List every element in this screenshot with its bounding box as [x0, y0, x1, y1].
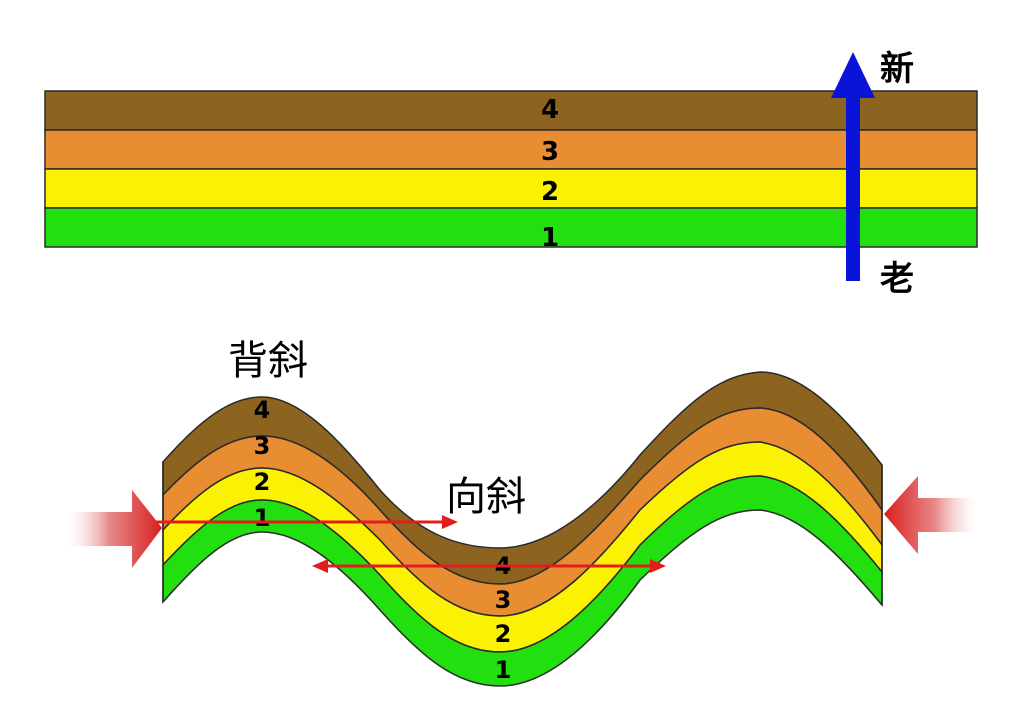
syncline-label-2: 2 [495, 620, 512, 648]
syncline-title: 向斜 [446, 474, 526, 520]
stratum-1 [44, 207, 978, 248]
stratum-label-1: 1 [541, 223, 559, 253]
left-arrow-icon [884, 476, 978, 554]
anticline-label-3: 3 [254, 432, 271, 460]
stratum-label-2: 2 [541, 177, 559, 207]
anticline-label-1: 1 [254, 504, 271, 532]
stratum-3 [44, 129, 978, 170]
anticline-label-2: 2 [254, 468, 271, 496]
syncline-label-1: 1 [495, 656, 512, 684]
folded-strata [162, 371, 883, 687]
anticline-title: 背斜 [228, 338, 308, 384]
stratum-label-4: 4 [541, 95, 559, 125]
older-label: 老 [880, 259, 914, 299]
horizontal-strata: 4 3 2 1 [44, 90, 978, 253]
right-arrow-icon [66, 490, 162, 568]
syncline-label-3: 3 [495, 586, 512, 614]
syncline-span-line [312, 559, 666, 573]
stratum-2 [44, 168, 978, 209]
newer-label: 新 [880, 49, 914, 89]
anticline-label-4: 4 [254, 396, 271, 424]
stratum-label-3: 3 [541, 137, 559, 167]
up-arrow-icon [831, 52, 875, 281]
stratum-4 [44, 90, 978, 131]
